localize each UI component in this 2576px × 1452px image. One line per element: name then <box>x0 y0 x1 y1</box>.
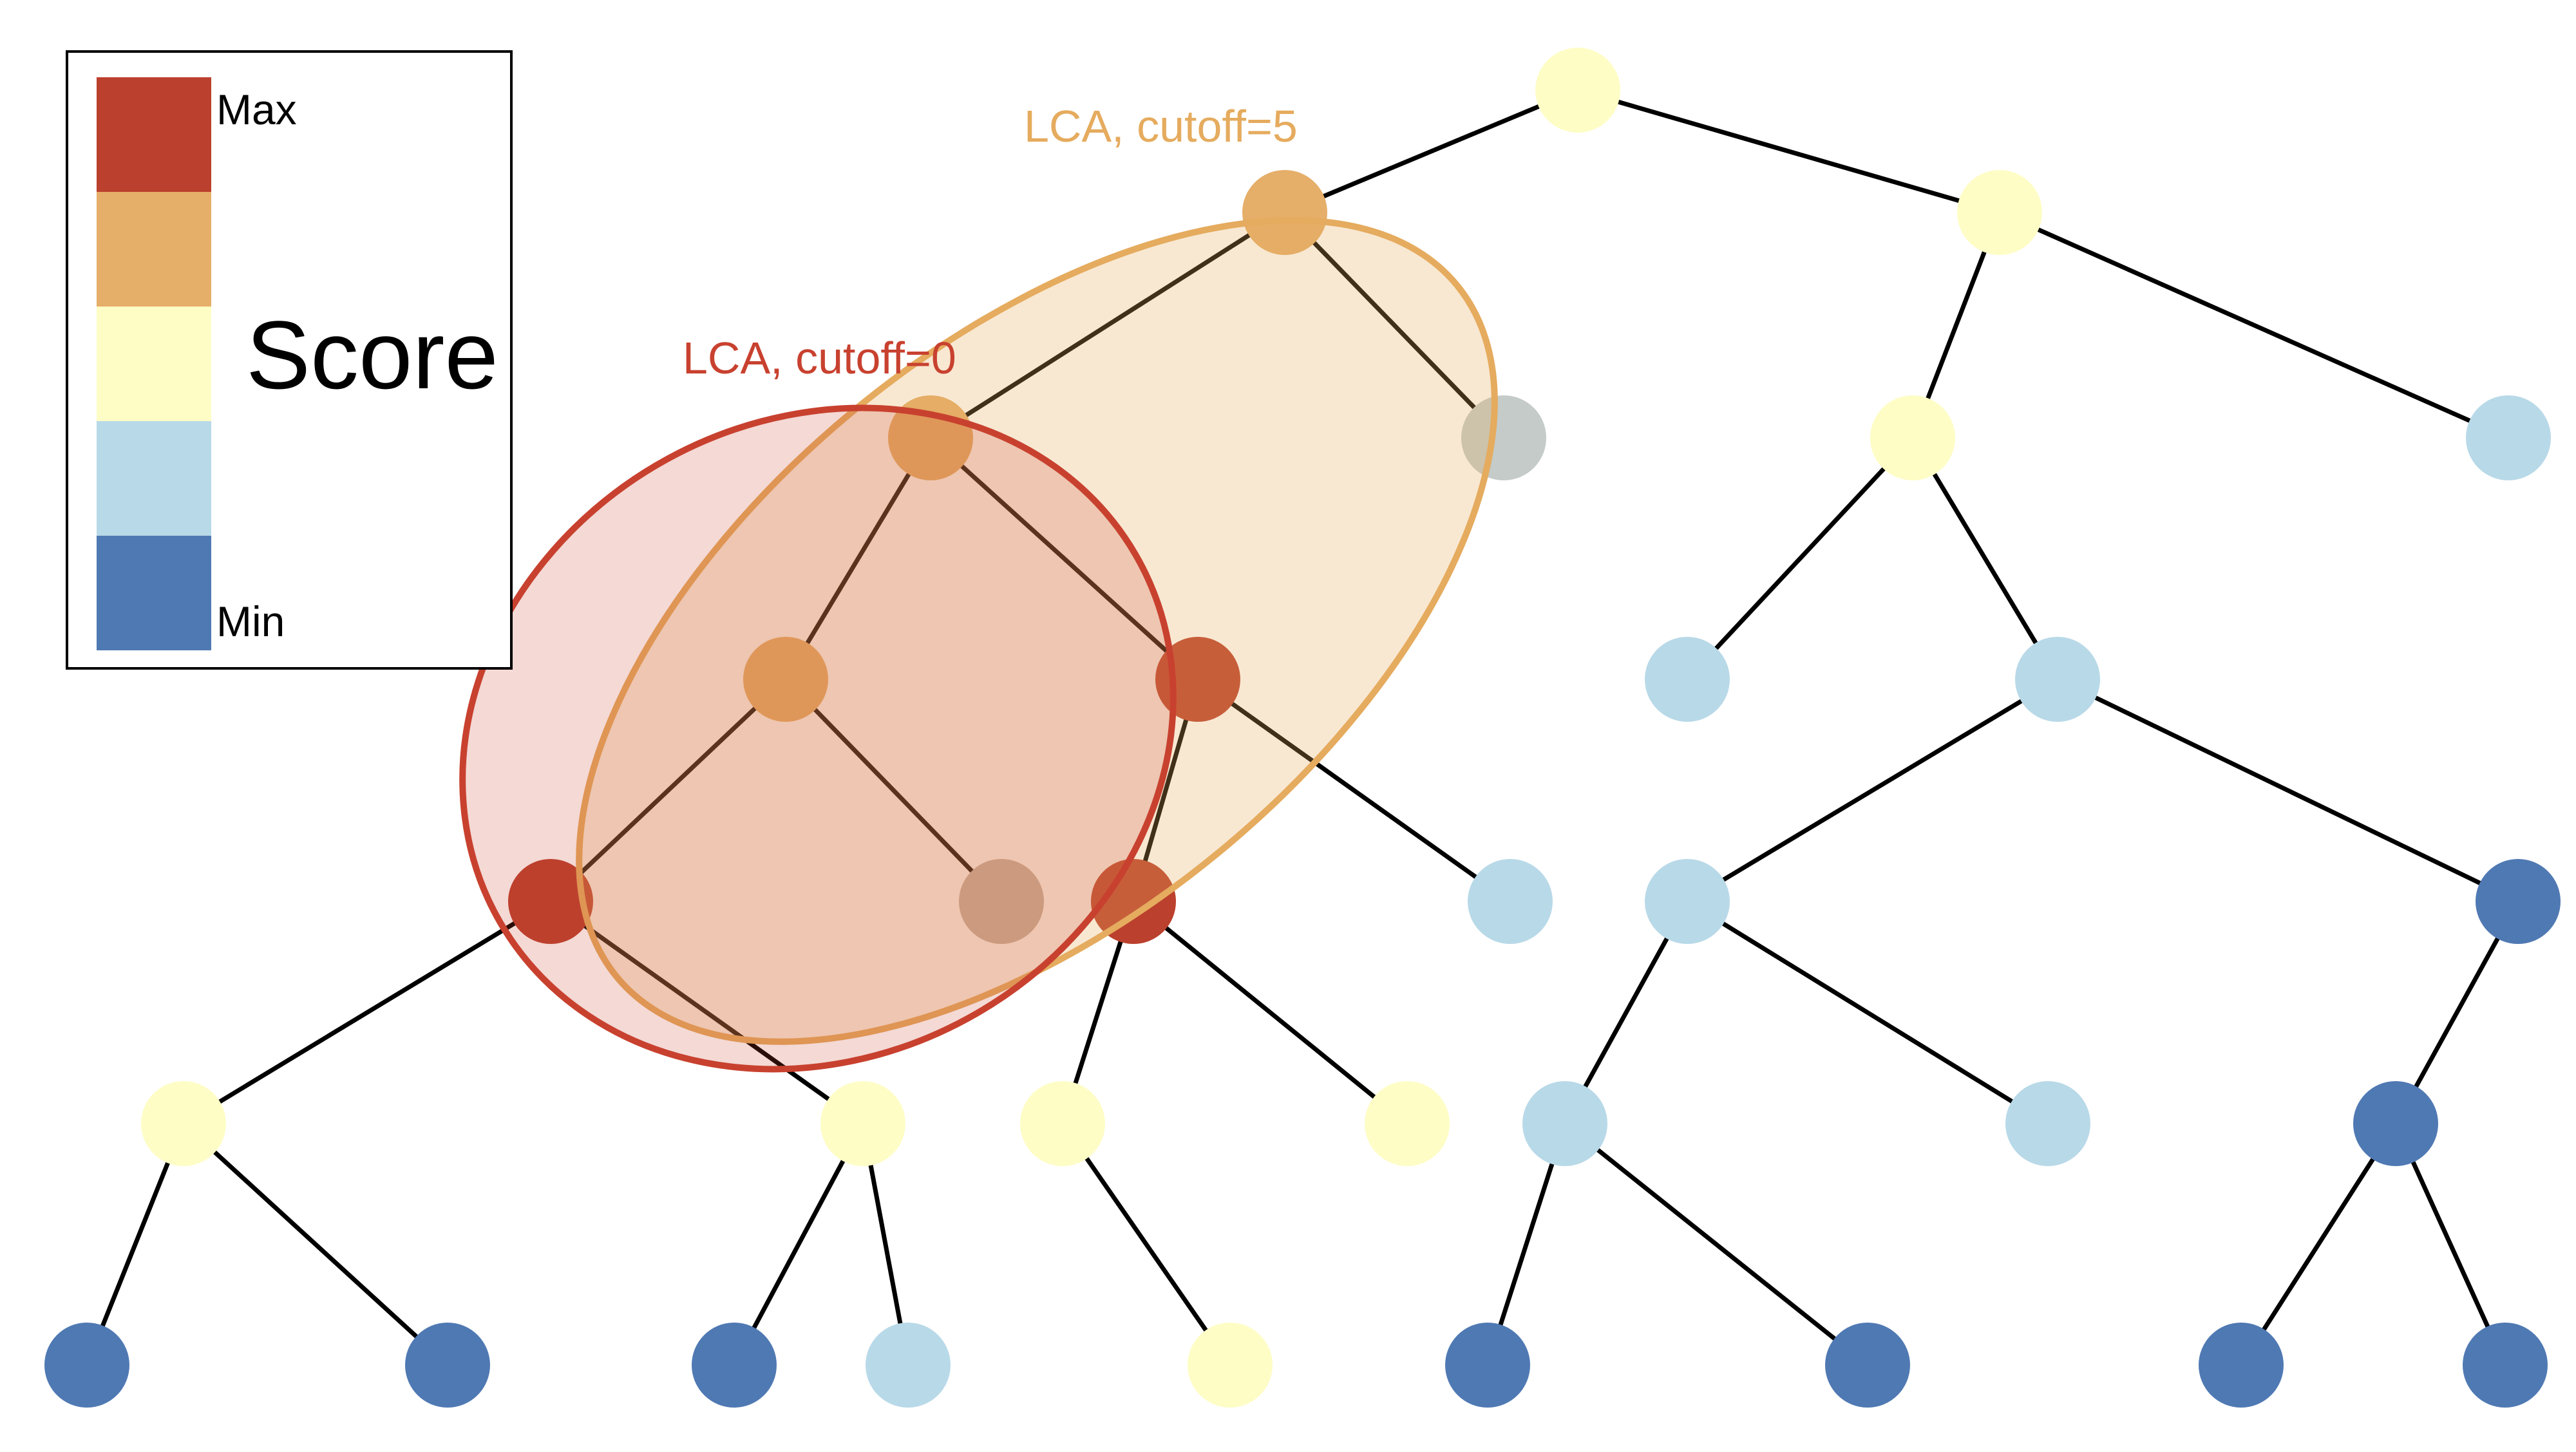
tree-node-d3-max <box>1091 859 1176 944</box>
legend-swatch-mid <box>97 306 211 421</box>
tree-node-f5-low <box>1522 1081 1607 1166</box>
edge-f5-g7 <box>1563 1122 1870 1367</box>
edge-a-a2 <box>1283 211 1506 440</box>
tree-node-root-mid <box>1535 48 1620 133</box>
tree-node-g5-mid <box>1188 1323 1273 1408</box>
edge-c1-d1 <box>549 677 788 903</box>
edge-a1-c1 <box>783 437 933 681</box>
lca-cutoff-0-label: LCA, cutoff=0 <box>683 333 956 383</box>
legend-title: Score <box>246 301 498 409</box>
tree-node-g1-min <box>44 1323 129 1408</box>
edge-b1-b1r <box>1910 437 2060 681</box>
edge-c2-d4 <box>1196 677 1512 903</box>
edge-f3-g5 <box>1061 1122 1232 1366</box>
edge-d1-f1 <box>182 900 552 1126</box>
tree-node-b2-low <box>2466 395 2551 480</box>
edge-c1-d2 <box>784 677 1003 903</box>
tree-node-b-mid <box>1957 170 2042 255</box>
tree-node-f7-min <box>2353 1081 2438 1166</box>
legend-max-label: Max <box>216 86 297 133</box>
tree-node-b1r-low <box>2015 637 2100 722</box>
tree-node-f3-mid <box>1020 1081 1105 1166</box>
edge-a1-c2 <box>929 436 1200 681</box>
tree-node-b1l-low <box>1645 637 1730 722</box>
tree-node-f1-mid <box>141 1081 226 1166</box>
edge-f7-g9 <box>2393 1122 2508 1366</box>
edge-f1-g1 <box>84 1122 186 1366</box>
tree-node-f6-low <box>2005 1081 2090 1166</box>
edge-f2-g3 <box>732 1122 866 1366</box>
tree-node-g4-low <box>866 1323 951 1408</box>
edge-b1-b1l <box>1685 436 1915 681</box>
edge-b1r-e1 <box>1686 677 2059 904</box>
tree-node-b1-mid <box>1870 395 1955 480</box>
legend-swatch-max <box>97 77 211 192</box>
tree-node-g6-min <box>1445 1323 1530 1408</box>
edge-d1-f2 <box>549 900 865 1126</box>
tree-node-g3-min <box>692 1323 777 1408</box>
tree-node-e2-min <box>2476 859 2561 944</box>
legend-swatch-low <box>97 421 211 536</box>
tree-node-g7-min <box>1825 1323 1910 1408</box>
edge-b1r-e2 <box>2056 677 2519 904</box>
score-legend: Max Min Score <box>66 50 513 670</box>
tree-node-a-high <box>1242 170 1327 255</box>
tree-node-a2-low <box>1461 395 1546 480</box>
edge-f7-g8 <box>2239 1122 2398 1366</box>
tree-node-f4-mid <box>1365 1081 1450 1166</box>
tree-node-c1-high <box>743 637 828 722</box>
legend-min-label: Min <box>216 598 285 645</box>
edge-root-a <box>1283 88 1579 215</box>
lca-cutoff-5-label: LCA, cutoff=5 <box>1024 101 1298 151</box>
tree-node-d4-low <box>1468 859 1553 944</box>
tree-node-f2-mid <box>820 1081 905 1166</box>
edge-b-b2 <box>1998 210 2510 440</box>
edge-root-b <box>1577 88 2000 215</box>
legend-swatch-min <box>97 536 211 650</box>
tree-node-g8-min <box>2199 1323 2284 1408</box>
tree-node-e1-low <box>1645 859 1730 944</box>
tree-node-g9-min <box>2463 1323 2548 1408</box>
tree-node-g2-min <box>405 1323 490 1408</box>
lca-cutoff-0-region <box>459 404 1177 1073</box>
edge-a-a1 <box>929 211 1286 440</box>
tree-node-d1-max <box>508 859 593 944</box>
tree-node-c2-max <box>1155 637 1240 722</box>
edge-d3-f4 <box>1132 900 1409 1126</box>
tree-node-d2-low <box>959 859 1044 944</box>
legend-swatch-high <box>97 192 211 306</box>
edge-e1-f6 <box>1686 900 2049 1126</box>
edge-f1-g2 <box>182 1122 450 1367</box>
